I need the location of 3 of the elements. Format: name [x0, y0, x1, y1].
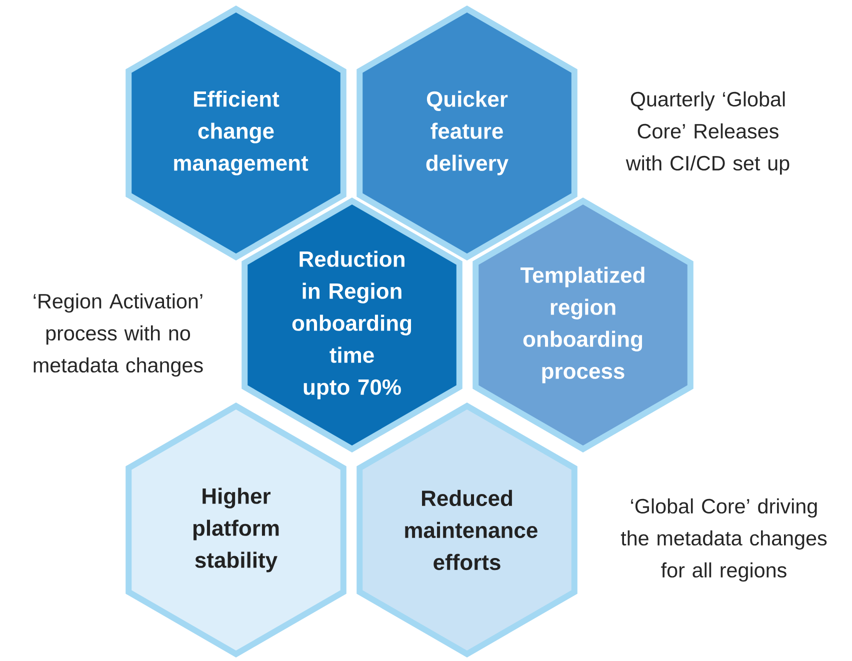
side-note: ‘Region Activation’ process with no metadata changes: [34, 293, 203, 377]
side-note: Quarterly ‘Global Core’ Releases with CI/CD set up: [626, 91, 790, 175]
side-note: ‘Global Core’ driving the metadata changes for all regions: [620, 498, 827, 582]
